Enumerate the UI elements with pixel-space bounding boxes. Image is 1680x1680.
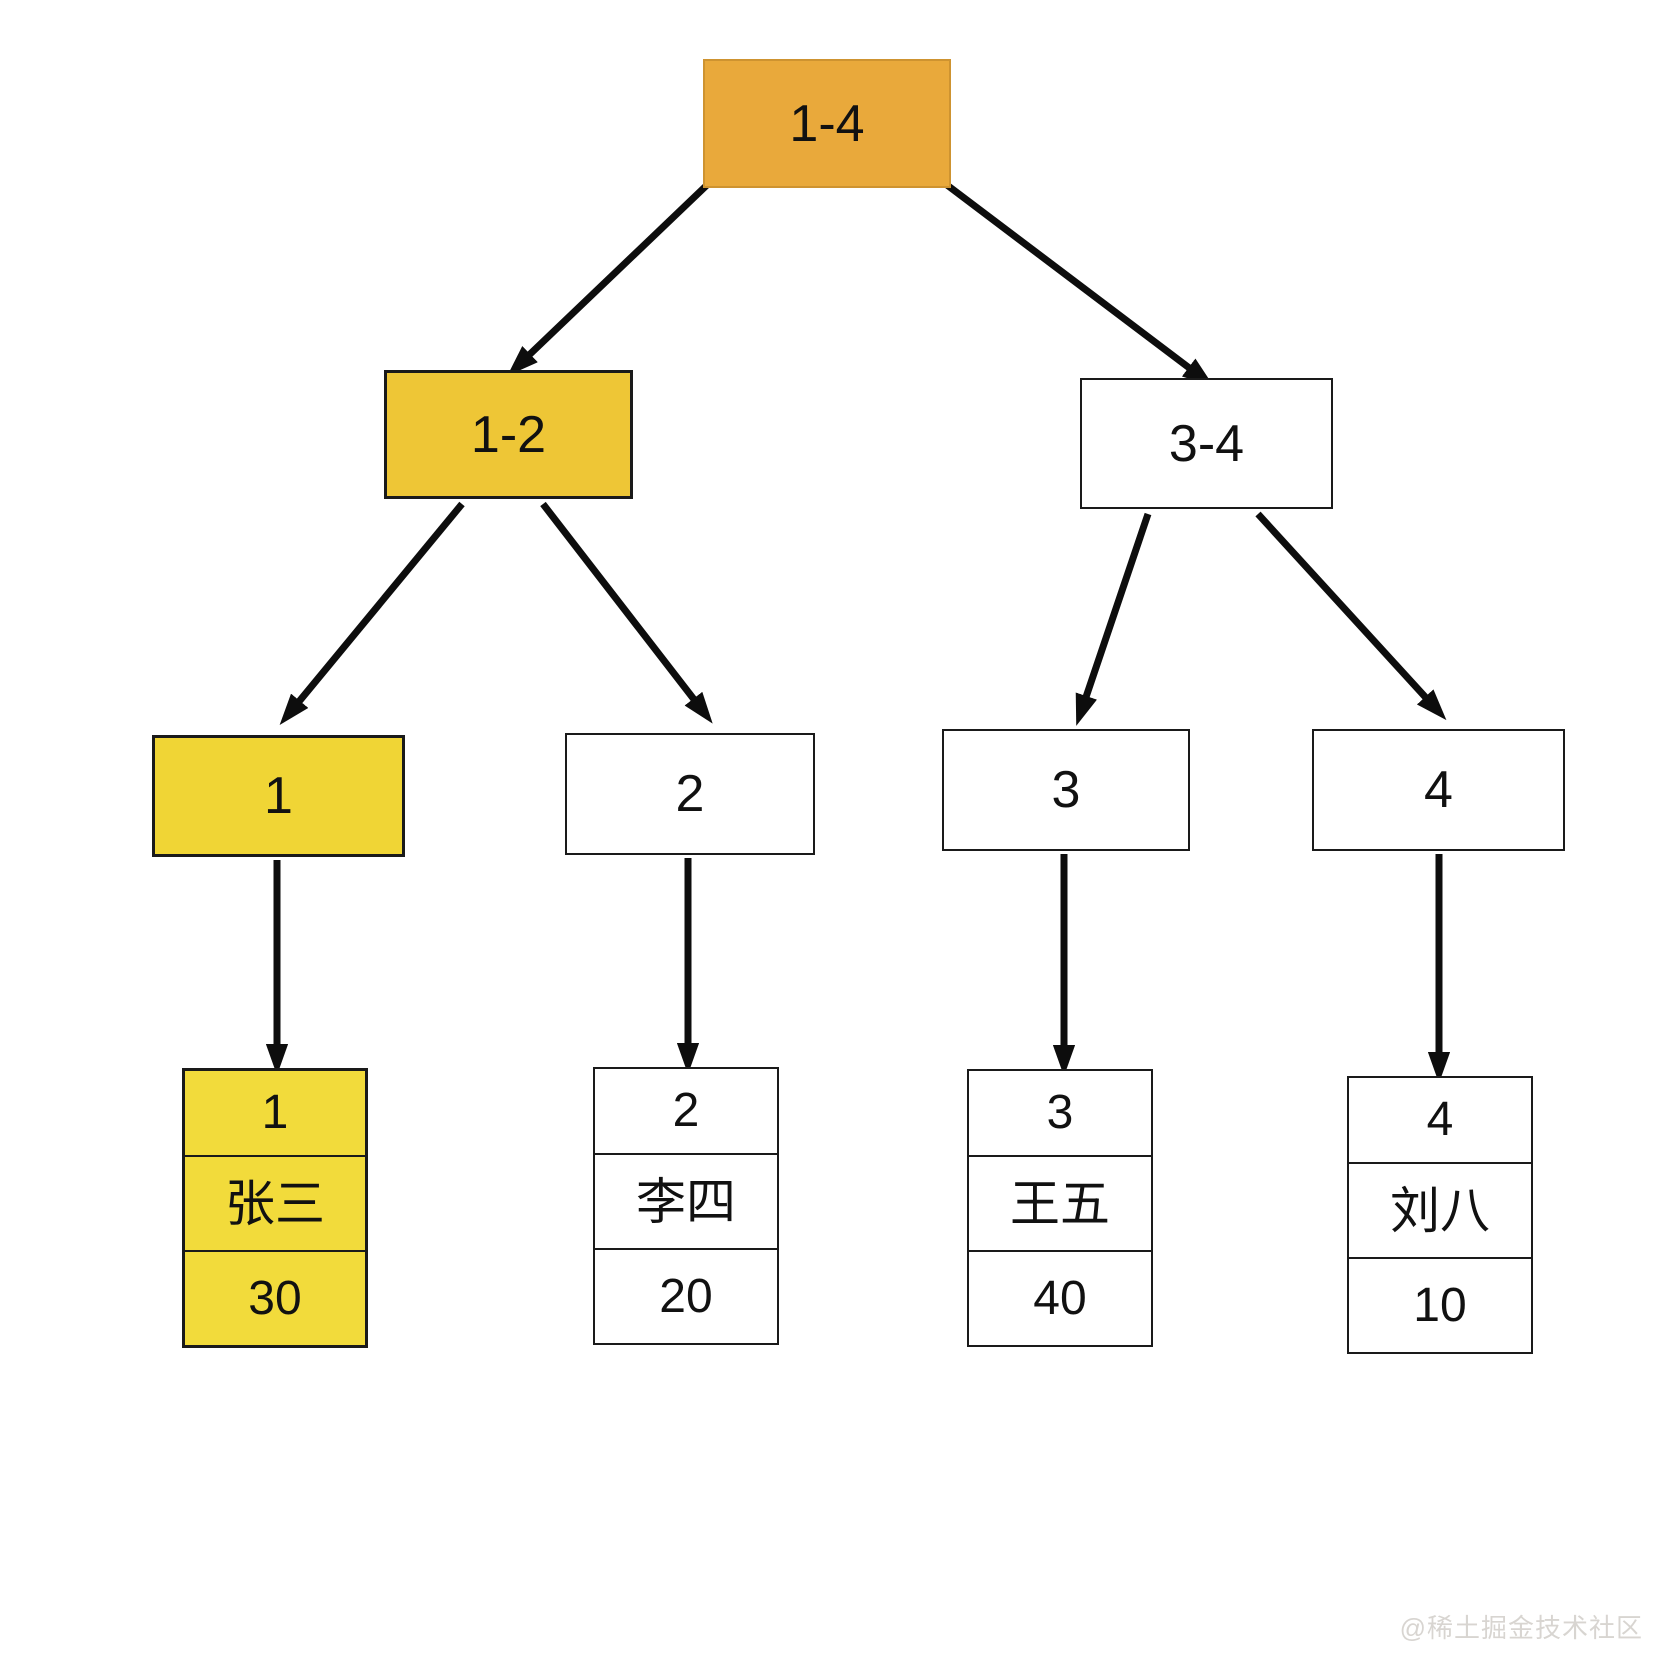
record-value: 30: [185, 1250, 365, 1345]
record-name: 王五: [969, 1155, 1151, 1250]
record-value: 40: [969, 1250, 1151, 1345]
record-id: 4: [1426, 1093, 1454, 1146]
record-value: 20: [595, 1248, 777, 1343]
node-label: 1: [264, 767, 293, 825]
node-1-4: 1-4: [703, 59, 951, 188]
node-3: 3: [942, 729, 1190, 851]
record-name: 张三: [185, 1155, 365, 1250]
watermark: @稀土掘金技术社区: [1399, 1613, 1643, 1643]
record-4: 4 刘八 10: [1347, 1076, 1533, 1354]
record-value: 10: [1349, 1257, 1531, 1352]
node-label: 2: [675, 765, 705, 823]
edge-1-2-to-1: [279, 501, 465, 726]
node-1-2: 1-2: [384, 370, 633, 499]
edge-root-to-3-4: [944, 182, 1214, 387]
node-2: 2: [565, 733, 815, 855]
node-label: 1-4: [789, 94, 865, 153]
edge-3-4-to-4: [1255, 511, 1447, 721]
edge-1-2-to-2: [540, 501, 713, 724]
node-label: 4: [1424, 761, 1453, 819]
record-3: 3 王五 40: [967, 1069, 1153, 1347]
node-label: 3-4: [1168, 414, 1245, 473]
record-id: 3: [1046, 1086, 1074, 1139]
node-1: 1: [152, 735, 405, 857]
record-name: 李四: [595, 1153, 777, 1248]
record-name: 刘八: [1349, 1162, 1531, 1257]
record-1: 1 张三 30: [182, 1068, 368, 1348]
record-2: 2 李四 20: [593, 1067, 779, 1345]
node-label: 1-2: [470, 405, 547, 464]
record-id: 2: [672, 1084, 700, 1137]
record-id: 1: [261, 1086, 289, 1139]
edge-root-to-1-2: [507, 182, 710, 376]
node-4: 4: [1312, 729, 1565, 851]
edge-3-4-to-3: [1075, 512, 1152, 726]
node-label: 3: [1051, 761, 1081, 819]
node-3-4: 3-4: [1080, 378, 1333, 509]
